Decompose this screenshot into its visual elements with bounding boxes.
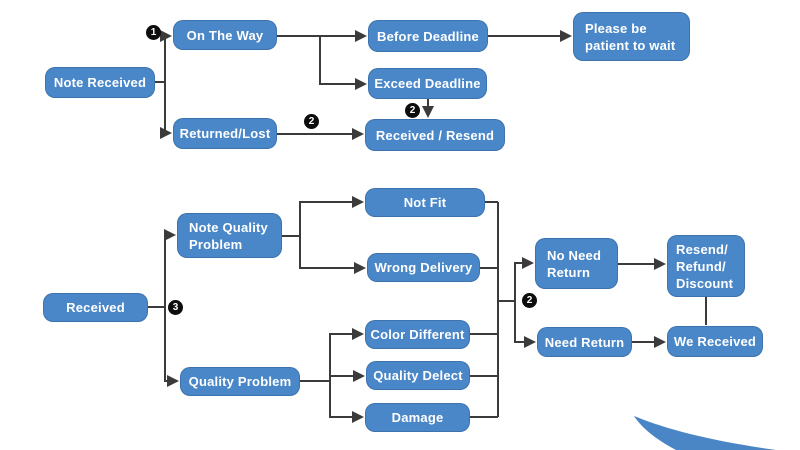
connector-quality-problem-quality-delect: [329, 370, 365, 382]
connector-quality-problem-damage: [329, 381, 364, 423]
node-quality-delect: Quality Delect: [366, 361, 470, 390]
step-badge-2-returned: 2: [304, 114, 319, 129]
connector-note-received-on-the-way: [160, 30, 172, 82]
node-note-quality-problem: Note Quality Problem: [177, 213, 282, 258]
node-received: Received: [43, 293, 148, 322]
node-quality-problem: Quality Problem: [180, 367, 300, 396]
node-before-deadline: Before Deadline: [368, 20, 488, 52]
node-damage: Damage: [365, 403, 470, 432]
connector-on-the-way-exceed-deadline: [319, 36, 367, 90]
branch-no-need-return: [514, 257, 534, 301]
node-wrong-delivery: Wrong Delivery: [367, 253, 480, 282]
step-badge-1: 1: [146, 25, 161, 40]
connector-received-note-quality-problem: [164, 229, 176, 307]
corner-swoosh-graphic: [634, 416, 776, 450]
connector-note-quality-problem-not-fit: [299, 196, 364, 236]
step-badge-3: 3: [168, 300, 183, 315]
connector-note-quality-problem-wrong-delivery: [299, 236, 366, 274]
node-received-resend: Received / Resend: [365, 119, 505, 151]
node-on-the-way: On The Way: [173, 20, 277, 50]
node-please-wait: Please be patient to wait: [573, 12, 690, 61]
node-resend-refund-discount: Resend/ Refund/ Discount: [667, 235, 745, 297]
node-not-fit: Not Fit: [365, 188, 485, 217]
node-returned-lost: Returned/Lost: [173, 118, 277, 149]
step-badge-2-return: 2: [522, 293, 537, 308]
connector-quality-problem-color-different: [329, 328, 364, 381]
step-badge-2-exceed: 2: [405, 103, 420, 118]
node-no-need-return: No Need Return: [535, 238, 618, 289]
node-color-different: Color Different: [365, 320, 470, 349]
node-note-received: Note Received: [45, 67, 155, 98]
connector-note-received-returned-lost: [160, 82, 172, 139]
node-we-received: We Received: [667, 326, 763, 357]
node-exceed-deadline: Exceed Deadline: [368, 68, 487, 99]
node-need-return: Need Return: [537, 327, 632, 357]
branch-need-return: [514, 301, 536, 348]
connector-received-quality-problem: [164, 307, 179, 387]
